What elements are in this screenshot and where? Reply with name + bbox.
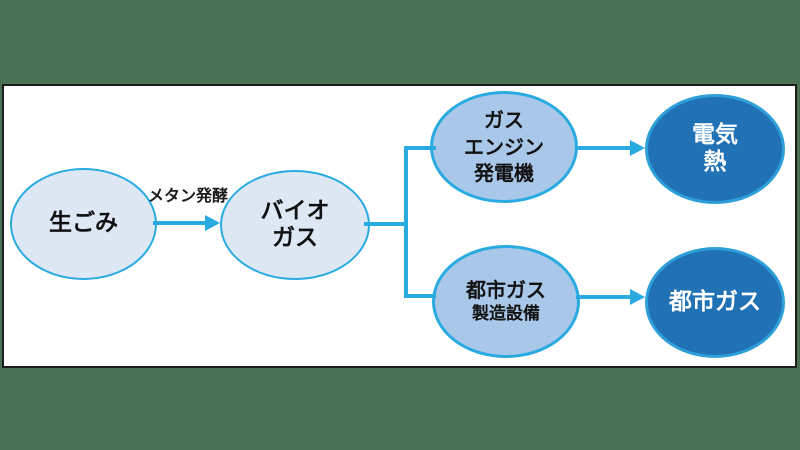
node-city-gas-plant: 都市ガス 製造設備 bbox=[432, 245, 580, 358]
connector-branch-to-gas-engine bbox=[404, 146, 436, 150]
node-city-gas-output-label: 都市ガス bbox=[669, 288, 761, 315]
node-biogas-line1: バイオ bbox=[260, 197, 330, 224]
node-gas-engine-line3: 発電機 bbox=[474, 161, 534, 186]
node-city-gas-plant-line1: 都市ガス bbox=[466, 277, 546, 302]
connector-biogas-to-junction bbox=[364, 222, 408, 226]
edge-label-methane-fermentation: メタン発酵 bbox=[147, 186, 228, 205]
arrow-head-foodwaste-to-biogas bbox=[205, 215, 220, 231]
node-gas-engine-line1: ガス bbox=[484, 108, 524, 133]
arrow-shaft-plant-to-citygas bbox=[576, 295, 632, 299]
arrow-head-plant-to-citygas bbox=[630, 289, 645, 305]
node-city-gas-output: 都市ガス bbox=[645, 247, 785, 358]
node-biogas: バイオ ガス bbox=[220, 170, 370, 280]
node-electricity-heat: 電気 熱 bbox=[645, 94, 785, 204]
node-gas-engine-line2: エンジン bbox=[464, 134, 544, 159]
node-gas-engine-generator: ガス エンジン 発電機 bbox=[430, 91, 578, 203]
node-biogas-line2: ガス bbox=[272, 225, 318, 251]
arrow-shaft-engine-to-electricity bbox=[576, 146, 632, 150]
diagram-panel: 生ごみ バイオ ガス ガス エンジン 発電機 都市ガス 製造設備 電気 熱 都市… bbox=[2, 84, 797, 368]
arrow-shaft-foodwaste-to-biogas bbox=[153, 221, 207, 225]
arrow-head-engine-to-electricity bbox=[630, 140, 645, 156]
node-electricity-heat-line1: 電気 bbox=[692, 121, 738, 148]
node-food-waste-label: 生ごみ bbox=[49, 210, 118, 237]
connector-junction-vertical bbox=[404, 146, 408, 298]
node-food-waste: 生ごみ bbox=[10, 168, 157, 280]
node-electricity-heat-line2: 熱 bbox=[703, 149, 727, 175]
node-city-gas-plant-line2: 製造設備 bbox=[472, 304, 540, 325]
connector-branch-to-city-gas-plant bbox=[404, 294, 436, 298]
